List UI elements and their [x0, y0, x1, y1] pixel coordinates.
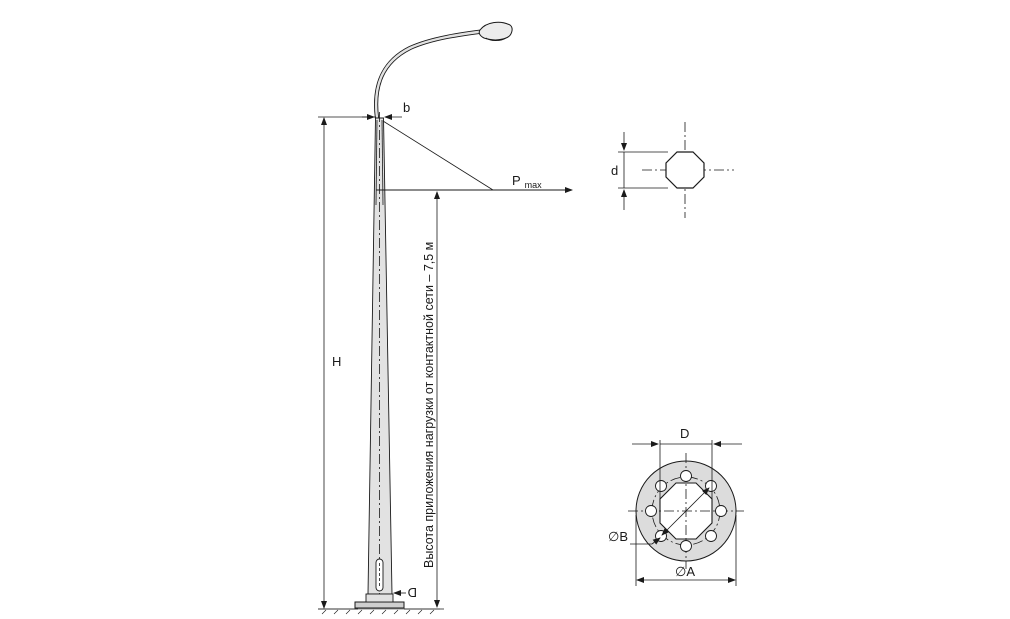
bolt-hole-label: ∅B: [608, 529, 628, 544]
luminaire-head: [478, 21, 513, 41]
load-height-note: Высота приложения нагрузки от контактной…: [422, 242, 436, 568]
bolt-circle-label: D: [680, 426, 689, 441]
pole-side-view: H b D P max Высота приложения нагрузки: [318, 21, 573, 615]
height-label: H: [332, 354, 341, 369]
base-flange: [354, 601, 405, 609]
bolt-holes: [645, 470, 727, 552]
pole-shaft: [367, 117, 393, 595]
load-height-dimension: Высота приложения нагрузки от контактной…: [404, 191, 444, 610]
base-dimension: D: [393, 585, 417, 600]
top-width-dimension: b: [362, 100, 410, 120]
base-diameter-label: D: [408, 585, 417, 600]
load-label: P max: [512, 172, 542, 190]
height-dimension: H: [318, 116, 376, 610]
bolt-hole: [680, 540, 692, 552]
flange-plan-view: D ∅B ∅A: [608, 426, 744, 586]
bolt-hole: [655, 480, 667, 492]
load-label-main: P: [512, 173, 521, 188]
ground-line: [318, 608, 440, 615]
octagon-section: [665, 151, 705, 189]
bolt-hole: [705, 530, 717, 542]
bolt-hole: [645, 505, 657, 517]
shaft-cross-section: d: [611, 122, 734, 218]
load-label-sub: max: [525, 180, 543, 190]
flange-outer-label: ∅A: [675, 564, 695, 579]
section-size-label: d: [611, 163, 618, 178]
bolt-hole: [680, 470, 692, 482]
bracket-arm: [374, 28, 489, 121]
bolt-hole: [715, 505, 727, 517]
top-width-label: b: [403, 100, 410, 115]
load-arrow: P max: [376, 120, 573, 193]
